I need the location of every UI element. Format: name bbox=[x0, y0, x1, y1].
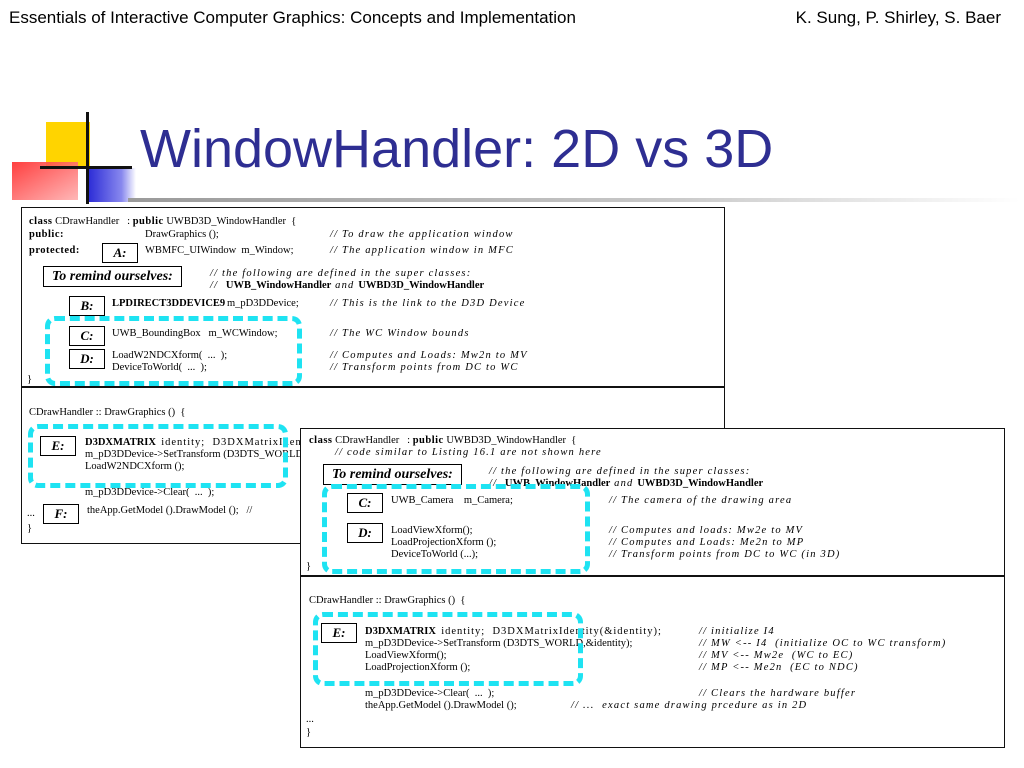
code-line: theApp.GetModel ().DrawModel (); bbox=[365, 700, 517, 711]
code-line: ... bbox=[27, 508, 35, 519]
code-line: } bbox=[27, 523, 33, 534]
code-line: CDrawHandler :: DrawGraphics () { bbox=[309, 595, 466, 606]
code-comment: // code similar to Listing 16.1 are not … bbox=[335, 447, 602, 458]
code-line: DeviceToWorld (...); bbox=[391, 549, 479, 560]
code-line: D3DXMATRIX identity; D3DXMatrixIdentity(… bbox=[365, 626, 662, 637]
code-comment: // UWB_WindowHandler and UWBD3D_WindowHa… bbox=[210, 280, 485, 291]
code-comment: // UWB_WindowHandler and UWBD3D_WindowHa… bbox=[489, 478, 764, 489]
deco-horizontal-line bbox=[40, 166, 132, 169]
code-line: class CDrawHandler : public UWBD3D_Windo… bbox=[29, 216, 297, 227]
label-f: F: bbox=[43, 504, 79, 524]
code-comment: // MW <-- I4 (initialize OC to WC transf… bbox=[699, 638, 947, 649]
separator bbox=[22, 386, 724, 388]
code-line: D3DXMATRIX identity; D3DXMatrixIdentity(… bbox=[85, 437, 382, 448]
deco-yellow-square bbox=[46, 122, 90, 168]
label-c: C: bbox=[347, 493, 383, 513]
code-line: LoadW2NDCXform (); bbox=[85, 461, 185, 472]
code-line: LoadViewXform(); bbox=[365, 650, 447, 661]
code-comment: // Computes and Loads: Mw2n to MV bbox=[330, 350, 528, 361]
code-comment: // Computes and loads: Mw2e to MV bbox=[609, 525, 804, 536]
code-line: ... bbox=[306, 714, 314, 725]
label-e: E: bbox=[40, 436, 76, 456]
deco-vertical-line bbox=[86, 112, 89, 204]
code-line: CDrawHandler :: DrawGraphics () { bbox=[29, 407, 186, 418]
code-comment: // ... exact same drawing prcedure as in… bbox=[571, 700, 808, 711]
code-line: theApp.GetModel ().DrawModel (); // bbox=[87, 505, 253, 516]
code-line: public: bbox=[29, 229, 65, 240]
code-line: UWB_Camera m_Camera; bbox=[391, 495, 513, 506]
code-line: } bbox=[306, 561, 312, 572]
code-line: m_pD3DDevice; bbox=[227, 298, 299, 309]
code-comment: // initialize I4 bbox=[699, 626, 775, 637]
slide-title: WindowHandler: 2D vs 3D bbox=[140, 119, 774, 179]
code-panel-3d: class CDrawHandler : public UWBD3D_Windo… bbox=[300, 428, 1005, 748]
remind-box: To remind ourselves: bbox=[323, 464, 462, 485]
code-comment: // To draw the application window bbox=[330, 229, 514, 240]
code-line: LoadProjectionXform (); bbox=[365, 662, 471, 673]
code-line: m_pD3DDevice->Clear( ... ); bbox=[365, 688, 495, 699]
code-line: m_pD3DDevice->SetTransform (D3DTS_WORLD,… bbox=[365, 638, 633, 649]
code-line: UWB_BoundingBox m_WCWindow; bbox=[112, 328, 278, 339]
label-e: E: bbox=[321, 623, 357, 643]
code-line: LoadProjectionXform (); bbox=[391, 537, 497, 548]
code-line: LPDIRECT3DDEVICE9 bbox=[112, 298, 226, 309]
code-comment: // Computes and Loads: Me2n to MP bbox=[609, 537, 805, 548]
code-line: DrawGraphics (); bbox=[145, 229, 219, 240]
code-comment: // The WC Window bounds bbox=[330, 328, 470, 339]
code-line: DeviceToWorld( ... ); bbox=[112, 362, 207, 373]
code-comment: // The application window in MFC bbox=[330, 245, 514, 256]
code-comment: // This is the link to the D3D Device bbox=[330, 298, 526, 309]
code-line: protected: bbox=[29, 245, 80, 256]
label-d: D: bbox=[69, 349, 105, 369]
code-line: WBMFC_UIWindow m_Window; bbox=[145, 245, 294, 256]
code-line: LoadW2NDCXform( ... ); bbox=[112, 350, 228, 361]
label-c: C: bbox=[69, 326, 105, 346]
remind-box: To remind ourselves: bbox=[43, 266, 182, 287]
deco-blue-square bbox=[88, 168, 136, 202]
code-line: m_pD3DDevice->Clear( ... ); bbox=[85, 487, 215, 498]
code-line: } bbox=[306, 727, 312, 738]
label-a: A: bbox=[102, 243, 138, 263]
code-line: } bbox=[27, 374, 33, 385]
code-comment: // Clears the hardware buffer bbox=[699, 688, 857, 699]
code-comment: // the following are defined in the supe… bbox=[210, 268, 472, 279]
authors: K. Sung, P. Shirley, S. Baer bbox=[795, 8, 1001, 27]
code-comment: // MP <-- Me2n (EC to NDC) bbox=[699, 662, 859, 673]
code-line: class CDrawHandler : public UWBD3D_Windo… bbox=[309, 435, 577, 446]
code-line: LoadViewXform(); bbox=[391, 525, 473, 536]
code-comment: // MV <-- Mw2e (WC to EC) bbox=[699, 650, 854, 661]
code-comment: // The camera of the drawing area bbox=[609, 495, 793, 506]
separator bbox=[301, 575, 1004, 577]
title-rule bbox=[128, 198, 1020, 202]
code-comment: // Transform points from DC to WC (in 3D… bbox=[609, 549, 841, 560]
code-comment: // the following are defined in the supe… bbox=[489, 466, 751, 477]
book-title: Essentials of Interactive Computer Graph… bbox=[9, 8, 576, 27]
label-d: D: bbox=[347, 523, 383, 543]
label-b: B: bbox=[69, 296, 105, 316]
code-comment: // Transform points from DC to WC bbox=[330, 362, 519, 373]
